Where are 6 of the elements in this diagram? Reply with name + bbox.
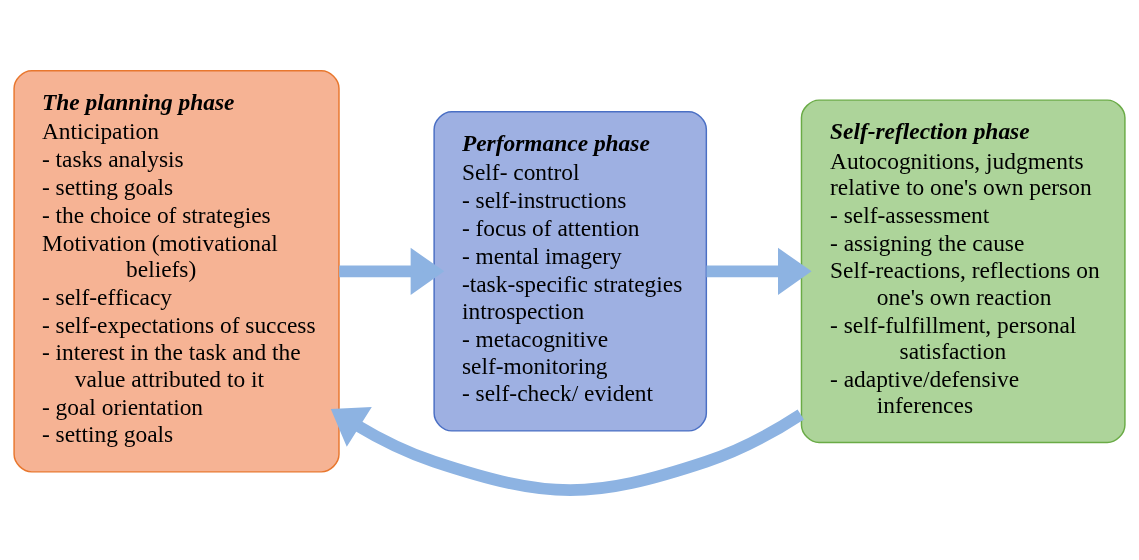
arrow bbox=[339, 247, 445, 295]
node-box: Performance phase Self- control - self-instructions - focus of attention - mental imagery -task-specific strategies introspection - metacognitive self-monitoring - self-check/ evident bbox=[433, 110, 708, 432]
arrow bbox=[706, 247, 812, 295]
node-box: Self-reflection phase Autocognitions, judgments relative to one's own person - self-assessment - assigning the cause Self-reactions, reflections on one's own reaction - self-fulfillment, personal satisfaction - adaptive/defensive inferences bbox=[800, 98, 1126, 443]
node-box: The planning phase Anticipation - tasks analysis - setting goals - the choice of strategies Motivation (motivational beliefs) - self-efficacy - self-expectations of success - interest in the task and the value attributed to it - goal orientation - setting goals bbox=[13, 69, 340, 473]
arrow bbox=[330, 406, 804, 496]
